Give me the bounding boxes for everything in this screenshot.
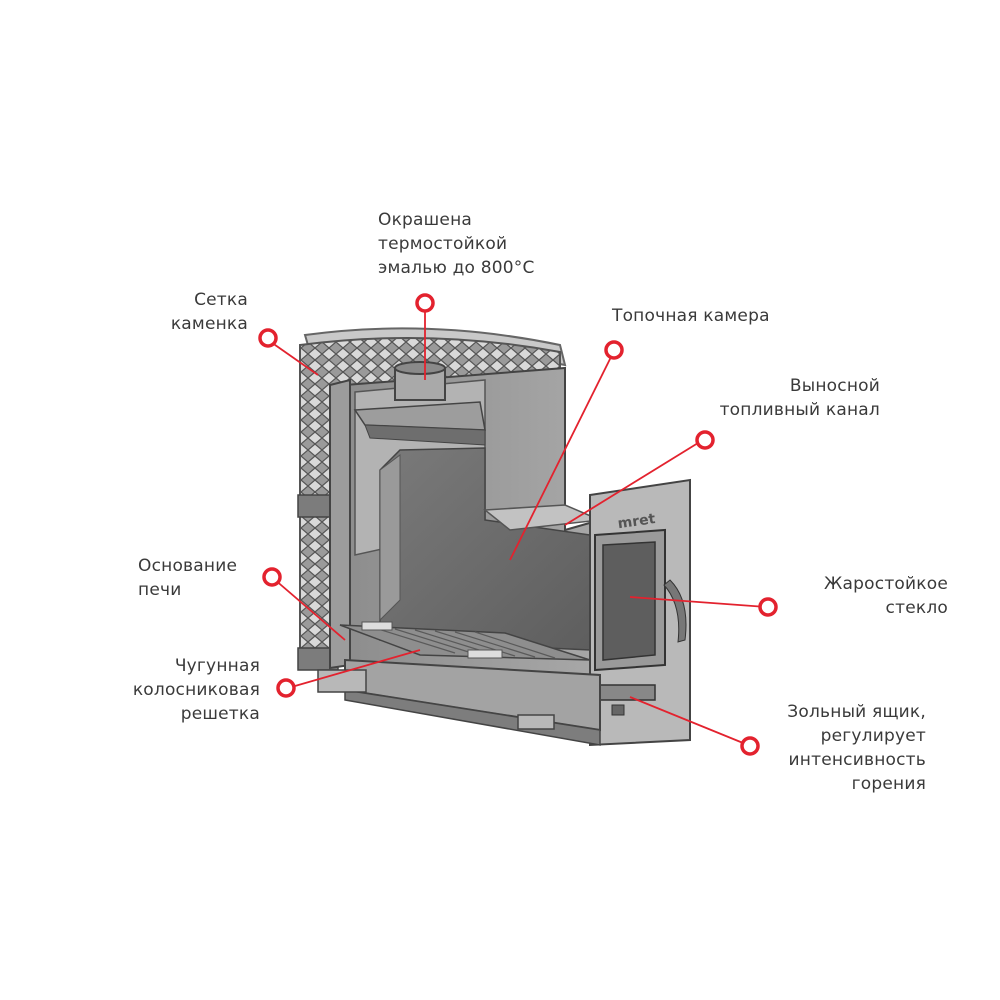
label-firebox: Топочная камера xyxy=(612,304,770,328)
label-paint-line3: эмалью до 800°С xyxy=(378,258,535,278)
label-grate-line3: решетка xyxy=(180,704,260,724)
callout-lines xyxy=(267,310,767,746)
svg-text:mret: mret xyxy=(617,511,657,532)
label-base-line2: печи xyxy=(138,580,182,600)
label-channel-line1: Выносной xyxy=(789,376,880,396)
label-mesh: Сетка каменка xyxy=(140,288,248,336)
label-ashbox-line3: интенсивность xyxy=(788,750,926,770)
marker-mesh xyxy=(258,328,278,348)
label-grate-line2: колосниковая xyxy=(132,680,260,700)
label-firebox-line1: Топочная камера xyxy=(612,306,770,326)
stove-body: mret xyxy=(317,361,691,747)
label-mesh-line2: каменка xyxy=(170,314,248,334)
label-channel-line2: топливный канал xyxy=(719,400,880,420)
label-ashbox: Зольный ящик, регулирует интенсивность г… xyxy=(740,700,926,796)
label-ashbox-line2: регулирует xyxy=(820,726,926,746)
marker-firebox xyxy=(604,340,624,360)
label-glass: Жаростойкое стекло xyxy=(780,572,948,620)
label-glass-line1: Жаростойкое xyxy=(824,574,948,594)
label-grate-line1: Чугунная xyxy=(174,656,260,676)
marker-glass xyxy=(758,597,778,617)
label-mesh-line1: Сетка xyxy=(194,290,248,310)
marker-base xyxy=(262,567,282,587)
label-paint-line2: термостойкой xyxy=(378,234,508,254)
marker-ashbox xyxy=(740,736,760,756)
label-paint: Окрашена термостойкой эмалью до 800°С xyxy=(378,208,535,280)
label-channel: Выносной топливный канал xyxy=(690,374,880,422)
label-paint-line1: Окрашена xyxy=(378,210,473,230)
label-base-line1: Основание xyxy=(138,556,238,576)
marker-channel xyxy=(695,430,715,450)
label-base: Основание печи xyxy=(138,554,237,602)
marker-grate xyxy=(276,678,296,698)
marker-paint xyxy=(415,293,435,313)
label-glass-line2: стекло xyxy=(885,598,948,618)
callout-markers xyxy=(258,293,778,756)
label-ashbox-line1: Зольный ящик, xyxy=(787,702,926,722)
label-ashbox-line4: горения xyxy=(851,774,926,794)
label-grate: Чугунная колосниковая решетка xyxy=(98,654,260,726)
